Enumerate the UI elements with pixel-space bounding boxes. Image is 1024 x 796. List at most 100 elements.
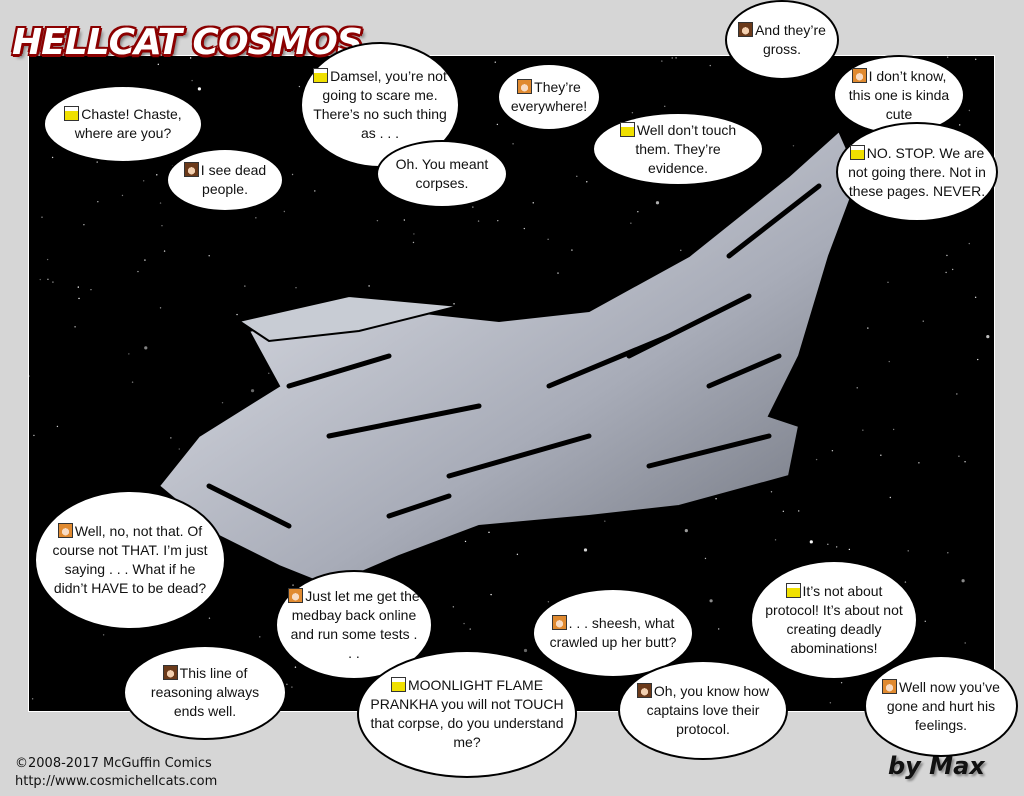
star <box>191 79 193 82</box>
star <box>469 628 471 630</box>
star <box>291 173 294 176</box>
star <box>453 303 455 305</box>
star <box>774 539 777 541</box>
star <box>29 375 30 377</box>
star <box>951 268 954 271</box>
star <box>829 702 832 704</box>
star <box>904 581 907 583</box>
star <box>494 61 496 63</box>
star <box>464 540 467 543</box>
star <box>827 543 829 545</box>
star <box>31 698 34 700</box>
star <box>96 161 98 163</box>
speech-text: Well, no, not that. Of course not THAT. … <box>52 523 208 596</box>
star <box>946 56 949 58</box>
star <box>924 620 926 622</box>
character-avatar-icon <box>551 615 567 630</box>
star <box>463 622 465 625</box>
star <box>97 201 99 203</box>
star <box>56 425 59 428</box>
star <box>142 180 145 182</box>
star <box>144 346 148 350</box>
star <box>888 360 890 363</box>
star <box>704 557 707 560</box>
star <box>412 241 415 244</box>
star <box>671 57 673 59</box>
speech-text: NO. STOP. We are not going there. Not in… <box>848 144 986 199</box>
star <box>576 175 578 178</box>
star <box>74 326 76 328</box>
star <box>294 666 297 668</box>
star <box>637 211 639 213</box>
character-avatar-icon <box>162 665 178 680</box>
star <box>189 57 192 59</box>
star <box>496 123 499 126</box>
star <box>298 85 301 88</box>
speech-text: MOONLIGHT FLAME PRANKHA you will not TOU… <box>370 677 564 750</box>
star <box>236 313 238 316</box>
star <box>102 634 105 636</box>
star <box>792 145 795 147</box>
speech-bubble: I see dead people. <box>166 148 284 212</box>
speech-text: Chaste! Chaste, where are you? <box>74 106 182 141</box>
copyright-text: ©2008-2017 McGuffin Comics <box>15 756 212 771</box>
character-avatar-icon <box>882 678 898 694</box>
speech-text: This line of reasoning always ends well. <box>150 665 260 719</box>
speech-text: I see dead people. <box>200 162 267 197</box>
star <box>782 510 785 513</box>
speech-bubble: Well don’t touch them. They’re evidence. <box>592 112 764 186</box>
star <box>39 278 41 281</box>
character-avatar-icon <box>849 144 865 160</box>
website-url[interactable]: http://www.cosmichellcats.com <box>15 774 218 789</box>
star <box>170 437 172 439</box>
speech-text: It’s not about protocol! It’s about not … <box>765 583 903 656</box>
star <box>809 540 813 544</box>
star <box>986 335 990 339</box>
star <box>557 272 559 274</box>
character-avatar-icon <box>183 162 199 177</box>
star <box>292 584 294 586</box>
star <box>156 174 158 176</box>
star <box>286 683 288 686</box>
star <box>33 434 35 437</box>
star <box>862 429 864 431</box>
star <box>51 156 54 159</box>
star <box>946 254 948 257</box>
star <box>131 381 134 383</box>
star <box>964 642 966 644</box>
speech-text: Just let me get the medbay back online a… <box>290 588 420 661</box>
star <box>675 57 677 59</box>
star <box>532 202 534 204</box>
star <box>250 389 255 393</box>
speech-bubble: NO. STOP. We are not going there. Not in… <box>836 122 998 222</box>
star <box>259 636 261 638</box>
star <box>516 553 519 556</box>
star <box>221 401 224 404</box>
speech-text: I don’t know, this one is kinda cute <box>848 67 950 122</box>
star <box>159 307 162 309</box>
star <box>83 224 85 226</box>
speech-text: Damsel, you’re not going to scare me. Th… <box>313 68 447 141</box>
speech-text: Oh. You meant corpses. <box>395 156 489 191</box>
star <box>376 219 379 222</box>
star <box>889 496 892 499</box>
star <box>368 285 370 287</box>
star <box>159 202 162 204</box>
star <box>922 320 924 322</box>
star <box>887 281 889 284</box>
star <box>831 450 834 452</box>
star <box>664 105 666 108</box>
star <box>815 458 818 461</box>
star <box>52 281 54 283</box>
star <box>268 372 270 374</box>
star <box>717 628 720 630</box>
star <box>958 455 960 457</box>
star <box>472 206 474 208</box>
speech-bubble: Oh. You meant corpses. <box>376 140 508 208</box>
star <box>128 353 130 355</box>
speech-bubble: I don’t know, this one is kinda cute <box>833 55 965 135</box>
star <box>974 296 977 298</box>
star <box>961 579 965 583</box>
star <box>157 63 160 66</box>
star <box>571 249 573 251</box>
